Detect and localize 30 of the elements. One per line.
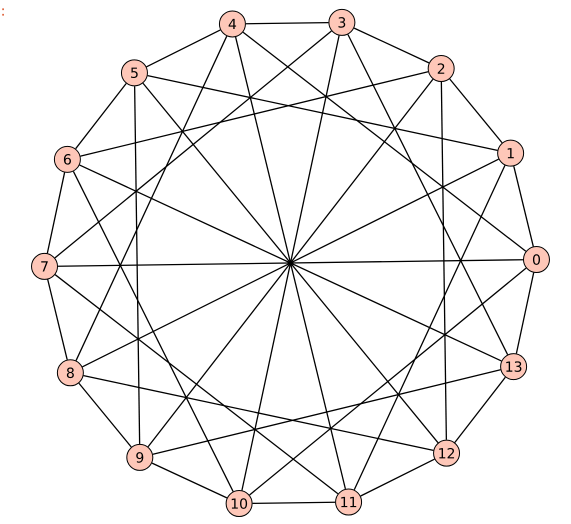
edge-line (80, 71, 428, 157)
edge-line (354, 165, 506, 490)
edge-line (75, 83, 127, 150)
edge-line (360, 458, 435, 497)
edge-line (152, 462, 228, 498)
edge-line (513, 166, 534, 247)
edge-line (134, 86, 140, 444)
edge-line (148, 75, 498, 151)
edge-line (242, 32, 526, 252)
prompt-text: : (2, 8, 4, 16)
edge-line (46, 172, 66, 254)
edge-line (252, 502, 336, 504)
edge-line (249, 268, 526, 496)
edge-line (347, 34, 508, 355)
edge-line (47, 279, 68, 360)
edge-line (72, 171, 234, 492)
edge-line (449, 78, 503, 144)
edge-line (354, 28, 430, 64)
edge-line (54, 30, 332, 258)
edge-line (54, 274, 338, 494)
edge-line (516, 272, 534, 354)
edge-line (83, 374, 434, 451)
edge-line (246, 22, 328, 24)
edge-line (75, 36, 228, 361)
edge-line (78, 382, 132, 448)
edge-line (152, 369, 501, 455)
edge-line (58, 259, 523, 267)
edge-line (440, 82, 447, 440)
edge-line (454, 376, 506, 443)
edge-line (146, 29, 221, 68)
